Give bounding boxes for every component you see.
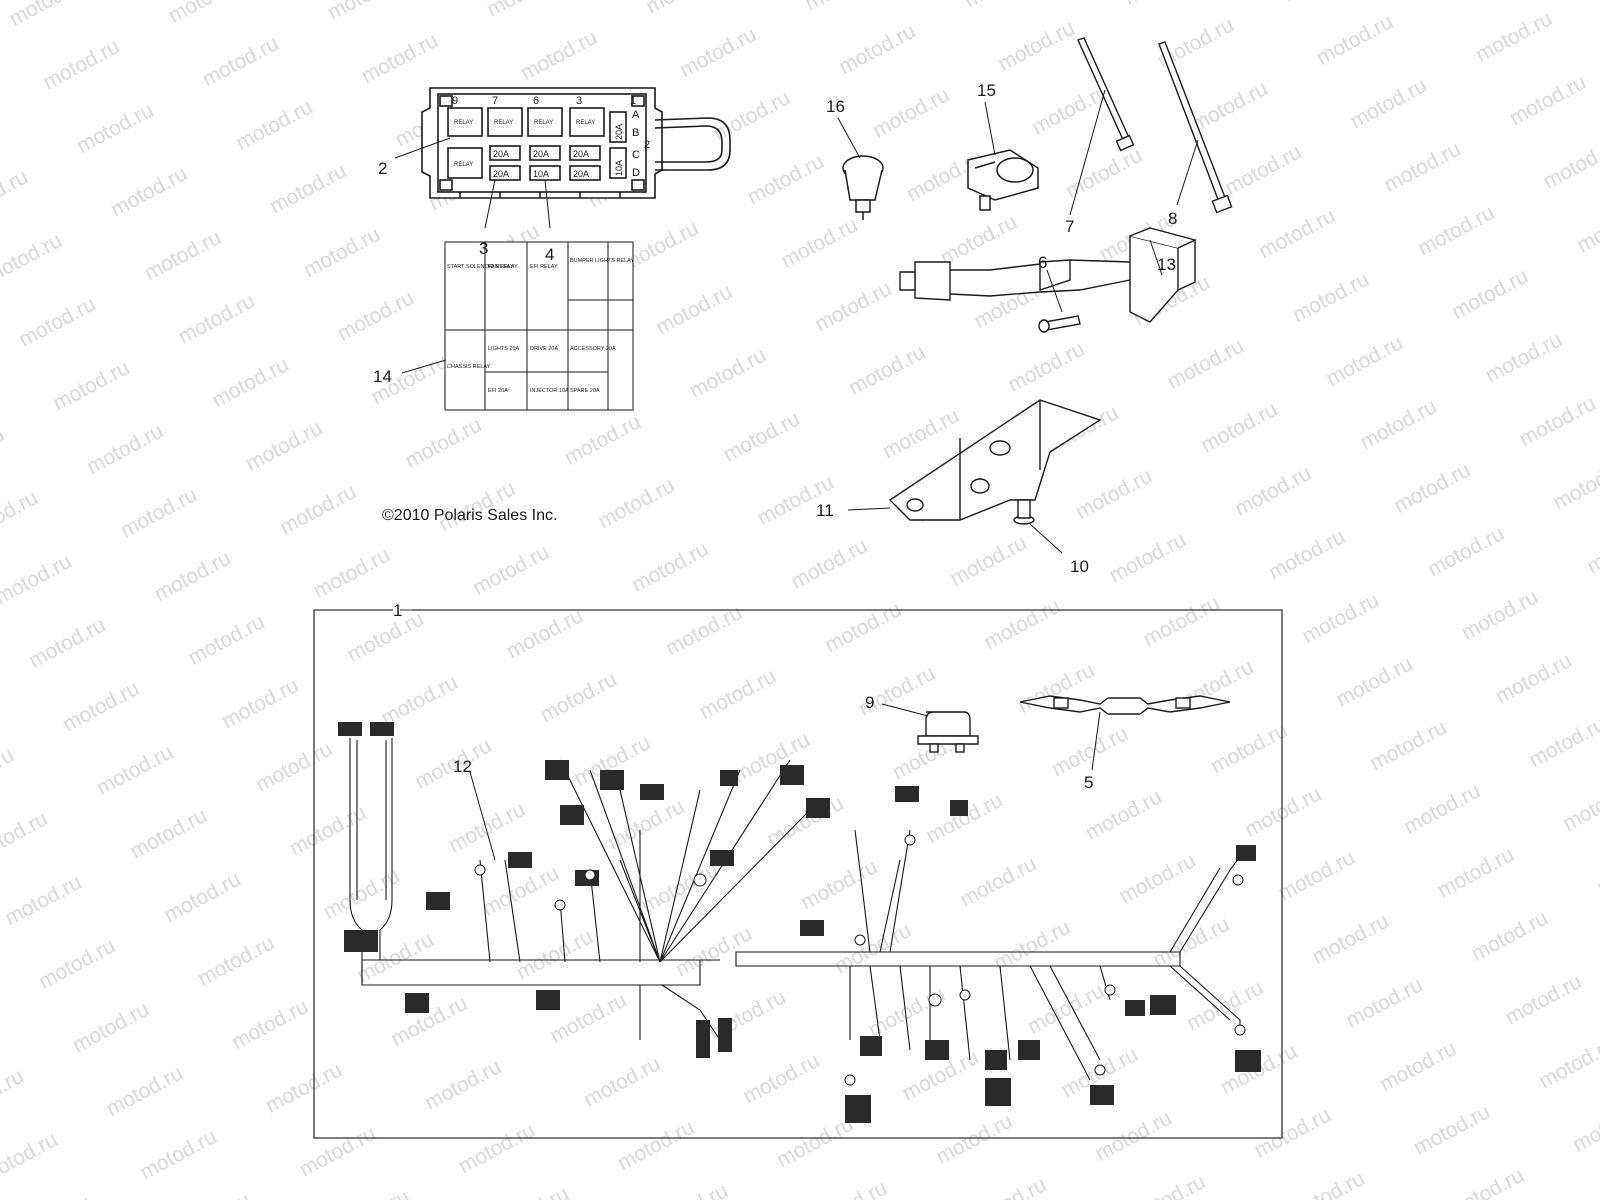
leader-line — [984, 101, 996, 156]
callout-13: 13 — [1157, 255, 1176, 274]
callout-numbers: 1 2 3 4 5 6 7 8 9 10 11 12 13 14 15 16 — [373, 81, 1177, 792]
fuse-label: 10A — [533, 169, 549, 179]
fuse-top-number: 9 — [452, 95, 458, 107]
decal-cell: SPARE 20A — [570, 388, 600, 394]
fuse-side-letter: D — [632, 167, 640, 179]
callout-11: 11 — [816, 501, 834, 520]
leader-lines-module — [1046, 239, 1163, 313]
fuse-side-letter: C — [632, 149, 640, 161]
relay-label: RELAY — [494, 120, 513, 126]
decal-text: START SOLENOID RELAY FAN RELAY EFI RELAY… — [447, 258, 634, 394]
harness-frame — [313, 609, 1283, 1139]
fuse-side-letter: B — [632, 127, 639, 139]
fuse-label: 20A — [533, 149, 549, 159]
callout-8: 8 — [1168, 209, 1177, 228]
clip-part — [842, 155, 884, 220]
wire-module-part — [899, 227, 1198, 333]
callout-1: 1 — [393, 601, 402, 620]
callout-6: 6 — [1038, 253, 1047, 272]
leader-line — [469, 771, 496, 861]
relay-label: RELAY — [576, 120, 595, 126]
connector-cap-part — [917, 711, 979, 753]
fuse-side-number: 2 — [644, 139, 650, 151]
leader-line — [1091, 711, 1101, 771]
decal-cell: FAN RELAY — [488, 264, 518, 270]
callout-5: 5 — [1084, 773, 1093, 792]
leader-line — [837, 117, 861, 159]
fuse-box — [421, 87, 731, 199]
leader-lines-fusebox — [394, 137, 551, 229]
fuse-label: 20A — [493, 149, 509, 159]
decal-cell: LIGHTS 20A — [488, 346, 520, 352]
copyright-text: ©2010 Polaris Sales Inc. — [382, 507, 557, 524]
cable-ties — [1077, 37, 1233, 214]
fuse-label: 20A — [573, 149, 589, 159]
fuse-holder-part — [1019, 695, 1231, 715]
callout-4: 4 — [545, 245, 554, 264]
fuse-label: 20A — [573, 169, 589, 179]
callout-15: 15 — [977, 81, 996, 100]
callout-2: 2 — [378, 159, 387, 178]
cable-clip-part — [967, 149, 1039, 211]
decal-cell: BUMPER LIGHTS RELAY — [570, 258, 634, 264]
decal-cell: CHASSIS RELAY — [447, 364, 491, 370]
fuse-top-number: 3 — [576, 95, 582, 107]
decal-cell: DRIVE 20A — [530, 346, 558, 352]
callout-12: 12 — [453, 757, 472, 776]
callout-7: 7 — [1065, 217, 1074, 236]
decal-cell: EFI RELAY — [530, 264, 558, 270]
fuse-top-number: 6 — [533, 95, 539, 107]
callout-14: 14 — [373, 367, 392, 386]
push-pin-part — [1013, 499, 1035, 525]
relay-label: RELAY — [534, 120, 553, 126]
leader-line — [881, 703, 929, 717]
leader-line — [401, 359, 447, 374]
leader-lines-ties — [1069, 89, 1199, 216]
bracket-part — [888, 399, 1102, 521]
fuse-top-number: 7 — [492, 95, 498, 107]
leader-lines-bracket — [847, 507, 1063, 554]
decal-cell: INJECTOR 10A — [530, 388, 569, 394]
fuse-side-label: 20A — [614, 124, 624, 140]
fuse-side-label: 10A — [614, 160, 624, 176]
fuse-top-number: 1 — [630, 95, 636, 107]
fuse-label: 20A — [493, 169, 509, 179]
fuse-side-letter: A — [632, 109, 640, 121]
fuse-box-labels: 9 7 6 3 1 A B C D 2 RELAY RELAY RELAY RE… — [452, 95, 650, 179]
relay-label: RELAY — [454, 162, 473, 168]
callout-3: 3 — [479, 239, 488, 258]
connector-tags — [338, 722, 1261, 1123]
fuse-decal — [444, 241, 634, 411]
decal-cell: START SOLENOID RELAY — [447, 264, 514, 270]
callout-9: 9 — [865, 693, 874, 712]
decal-cell: EFI 20A — [488, 388, 508, 394]
decal-cell: ACCESSORY 20A — [570, 346, 616, 352]
harness-connectors — [474, 834, 1246, 1086]
callout-10: 10 — [1070, 557, 1089, 576]
callout-16: 16 — [826, 97, 845, 116]
relay-label: RELAY — [454, 120, 473, 126]
